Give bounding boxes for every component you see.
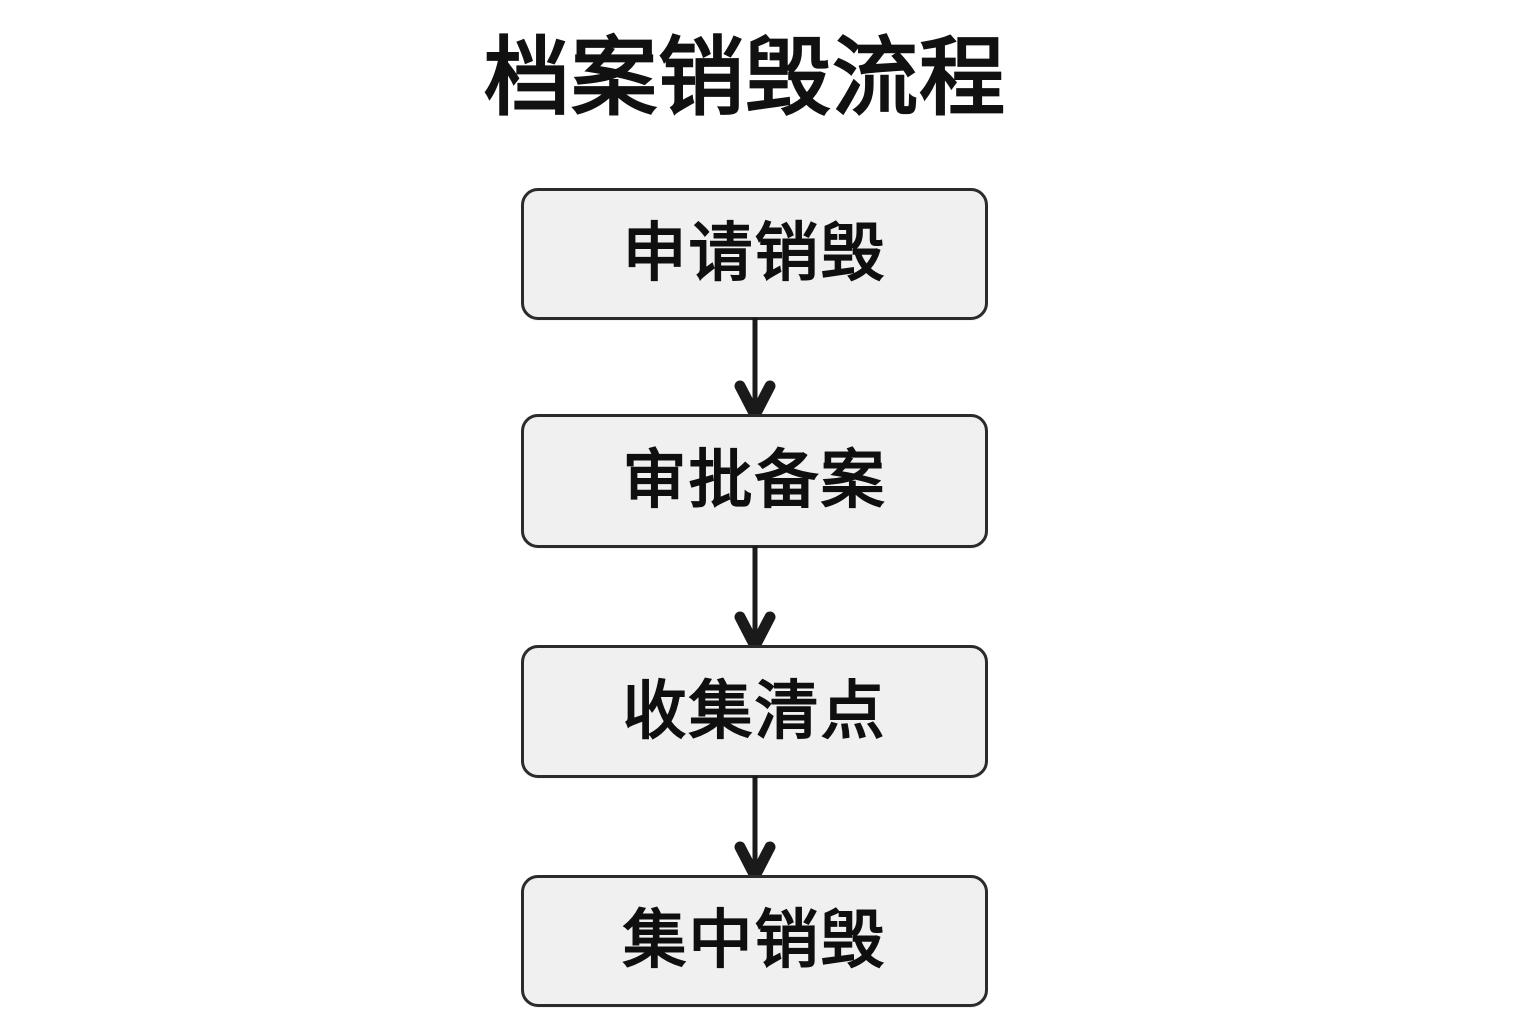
flow-node-label: 审批备案: [622, 444, 887, 516]
flow-connector-arrow-2: [721, 546, 789, 649]
flow-node-label: 集中销毁: [622, 904, 887, 976]
flow-connector-arrow-3: [721, 776, 789, 879]
flow-connector-arrow-1: [721, 318, 789, 418]
flow-node-approval-filing[interactable]: 审批备案: [521, 414, 988, 548]
page-title: 档案销毁流程: [484, 30, 1006, 126]
flow-node-centralized-destruction[interactable]: 集中销毁: [521, 875, 988, 1007]
flow-node-label: 收集清点: [622, 674, 887, 747]
flow-node-collect-inventory[interactable]: 收集清点: [521, 645, 988, 778]
flow-node-label: 申请销毁: [622, 217, 887, 289]
flow-node-apply-destruction[interactable]: 申请销毁: [521, 188, 988, 320]
